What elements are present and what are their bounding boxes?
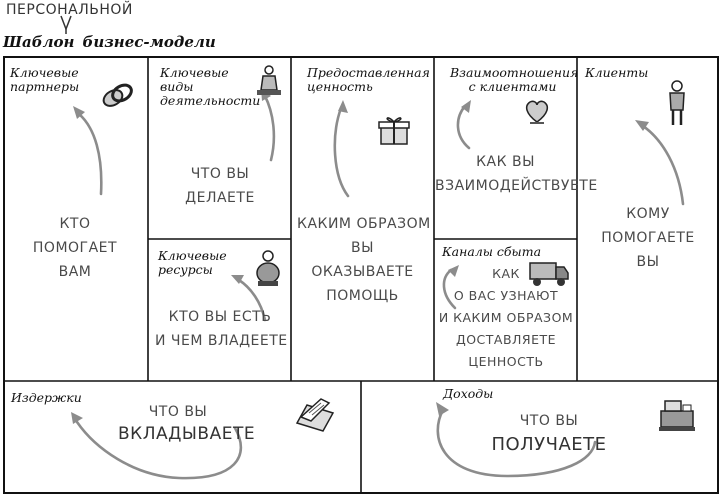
block-value-proposition: Предоставленная ценность КАКИМ ОБРАЗОМ В… [291,56,434,381]
question-line: ВЫ [351,240,374,256]
block-cost-structure: Издержки ЧТО ВЫ ВКЛАДЫВАЕТЕ [3,381,361,494]
question-line: И КАКИМ ОБРАЗОМ [438,310,574,325]
question-line: ПОМОГАЕТЕ [601,230,695,246]
question-line: ВАМ [58,264,92,280]
canvas: Ключевые партнеры КТО ПОМОГАЕТ ВАМ Ключе… [3,56,719,494]
question-key-partners: КТО ПОМОГАЕТ ВАМ [25,212,125,284]
insert-word: ПЕРСОНАЛЬНОЙ [6,2,133,18]
label-customer-segments: Клиенты [585,65,649,80]
question-line: КТО ВЫ ЕСТЬ [168,309,272,325]
question-line: КАК [492,266,520,281]
block-revenue-streams: Доходы ЧТО ВЫ ПОЛУЧАЕТЕ [361,381,719,494]
label-cost-structure: Издержки [11,390,82,405]
question-line: ПОЛУЧАЕТЕ [491,434,607,455]
question-line: ВКЛАДЫВАЕТЕ [118,424,256,444]
label-revenue-streams: Доходы [443,386,494,401]
worker-icon [257,65,281,95]
insert-caret-icon [60,15,72,34]
question-line: ДОСТАВЛЯЕТЕ [455,332,557,347]
question-line: ЧТО ВЫ [519,413,579,429]
block-customer-relationships: Взаимоотношения с клиентами КАК ВЫ ВЗАИМ… [434,56,598,239]
question-key-resources: КТО ВЫ ЕСТЬ И ЧЕМ ВЛАДЕЕТЕ [155,305,288,353]
block-key-resources: Ключевые ресурсы КТО ВЫ ЕСТЬ И ЧЕМ ВЛАДЕ… [148,239,291,381]
question-line: ВЗАИМОДЕЙСТВУЕТЕ [435,178,598,194]
label-channels: Каналы сбыта [442,244,542,259]
block-customer-segments: Клиенты КОМУ ПОМОГАЕТЕ ВЫ [577,56,719,381]
question-line: ПОМОЩЬ [326,288,399,304]
label-key-activities: Ключевые виды деятельности [160,65,261,108]
question-value-proposition: КАКИМ ОБРАЗОМ ВЫ ОКАЗЫВАЕТЕ ПОМОЩЬ [297,212,431,308]
question-line: ПОМОГАЕТ [32,240,118,256]
question-line: ДЕЛАЕТЕ [185,190,255,206]
question-key-activities: ЧТО ВЫ ДЕЛАЕТЕ [165,162,275,210]
question-customer-relationships: КАК ВЫ ВЗАИМОДЕЙСТВУЕТЕ [435,150,598,198]
cash-register-icon [659,400,695,431]
question-revenue-streams: ЧТО ВЫ ПОЛУЧАЕТЕ [489,409,609,457]
gift-icon [378,117,410,145]
question-cost-structure: ЧТО ВЫ ВКЛАДЫВАЕТЕ [118,401,256,445]
question-customer-segments: КОМУ ПОМОГАЕТЕ ВЫ [593,202,703,274]
question-line: О ВАС УЗНАЮТ [453,288,559,303]
block-key-partners: Ключевые партнеры КТО ПОМОГАЕТ ВАМ [3,56,148,381]
resource-person-icon [256,250,280,286]
invoice-icon [295,398,335,432]
question-line: ВЫ [636,254,660,270]
truck-icon [529,262,569,286]
chain-link-icon [102,83,133,107]
question-line: КАКИМ ОБРАЗОМ [297,216,431,232]
title-part-2: бизнес-модели [82,33,216,51]
label-key-resources: Ключевые ресурсы [158,248,227,277]
question-line: И ЧЕМ ВЛАДЕЕТЕ [155,333,288,349]
question-line: ЧТО ВЫ [148,404,208,420]
label-key-partners: Ключевые партнеры [10,65,80,94]
label-customer-relationships: Взаимоотношения с клиентами [450,65,579,94]
page-title: Шаблон бизнес-модели [3,33,216,51]
question-line: КОМУ [626,206,670,222]
label-value-proposition: Предоставленная ценность [307,65,430,94]
question-line: КАК ВЫ [476,154,535,170]
heart-icon [525,100,549,124]
question-line: ОКАЗЫВАЕТЕ [311,264,414,280]
block-channels: Каналы сбыта КАК О ВАС УЗНАЮТ И КАКИМ ОБ… [434,239,577,381]
question-channels: КАК О ВАС УЗНАЮТ И КАКИМ ОБРАЗОМ ДОСТАВЛ… [438,263,574,373]
grid-lines [3,56,719,494]
person-icon [669,80,685,125]
question-line: КТО [59,216,91,232]
title-part-1: Шаблон [3,33,75,51]
question-line: ЦЕННОСТЬ [468,354,544,369]
block-key-activities: Ключевые виды деятельности ЧТО ВЫ ДЕЛАЕТ… [148,56,291,239]
question-line: ЧТО ВЫ [190,166,250,182]
